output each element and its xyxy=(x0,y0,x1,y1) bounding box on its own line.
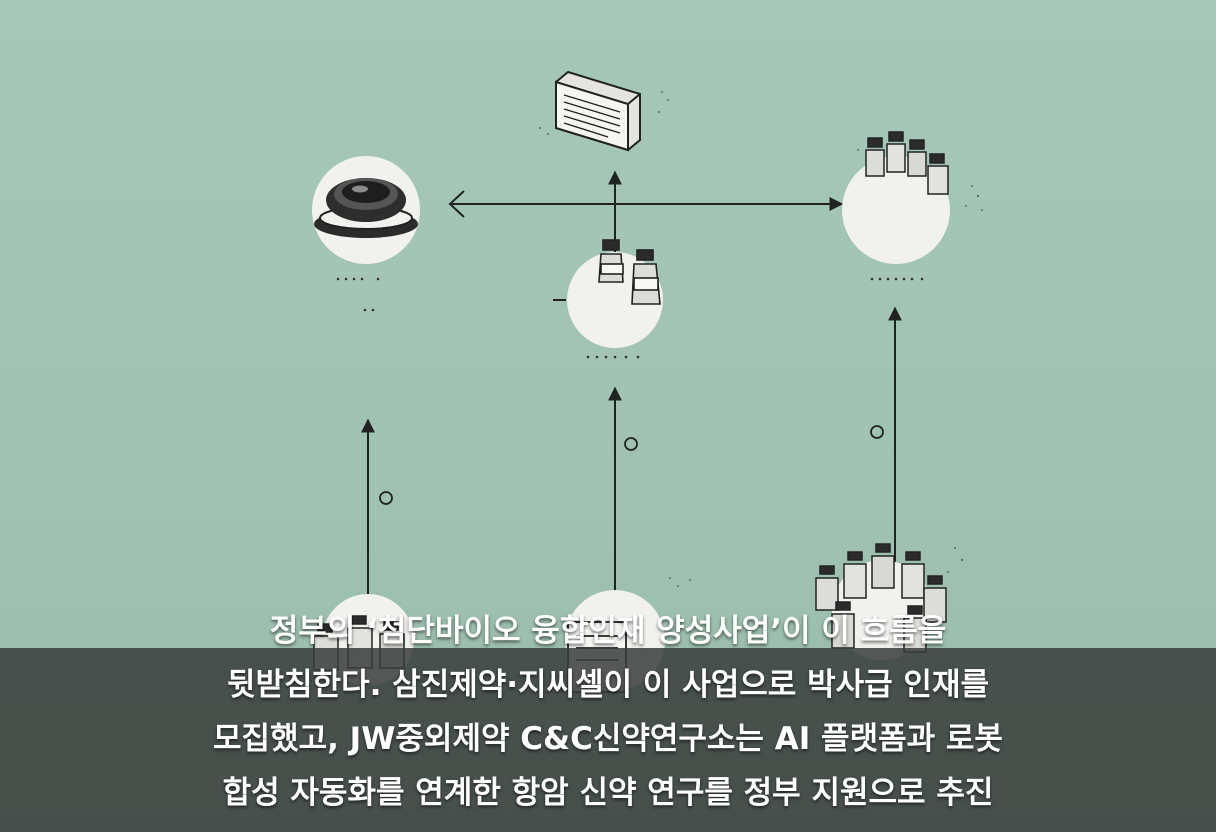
connector-lines xyxy=(361,170,902,610)
dot-captions xyxy=(336,277,924,359)
ring-marker xyxy=(624,437,638,451)
connector-left-arrowhead xyxy=(448,190,465,218)
speckles xyxy=(539,91,983,587)
node-vial-pair xyxy=(567,239,663,348)
vial-group-icon xyxy=(815,543,947,653)
document-box-icon xyxy=(555,70,641,152)
node-bubble xyxy=(842,156,950,264)
vial-cluster-icon xyxy=(865,131,949,195)
ring-marker xyxy=(870,425,884,439)
vial-pair-icon xyxy=(598,239,661,305)
node-vial-cluster xyxy=(842,131,950,264)
subtitle-line-4: 합성 자동화를 연계한 항암 신약 연구를 정부 지원으로 추진 xyxy=(222,775,994,811)
camera-lens-icon xyxy=(314,178,418,238)
ring-marker xyxy=(379,491,393,505)
subtitle-band xyxy=(0,648,1216,832)
subtitle-line-2: 뒷받침한다. 삼진제약·지씨셀이 이 사업으로 박사급 인재를 xyxy=(227,667,989,703)
ring-markers xyxy=(379,425,884,505)
subtitle: 정부의 ‘첨단바이오 융합인재 양성사업’이 이 흐름을 뒷받침한다. 삼진제약… xyxy=(0,604,1216,820)
node-camera xyxy=(312,156,420,264)
node-bottom-right xyxy=(815,543,947,660)
subtitle-line-3: 모집했고, JW중외제약 C&C신약연구소는 AI 플랫폼과 로봇 xyxy=(213,721,1003,757)
subtitle-line-1: 정부의 ‘첨단바이오 융합인재 양성사업’이 이 흐름을 xyxy=(269,613,947,649)
